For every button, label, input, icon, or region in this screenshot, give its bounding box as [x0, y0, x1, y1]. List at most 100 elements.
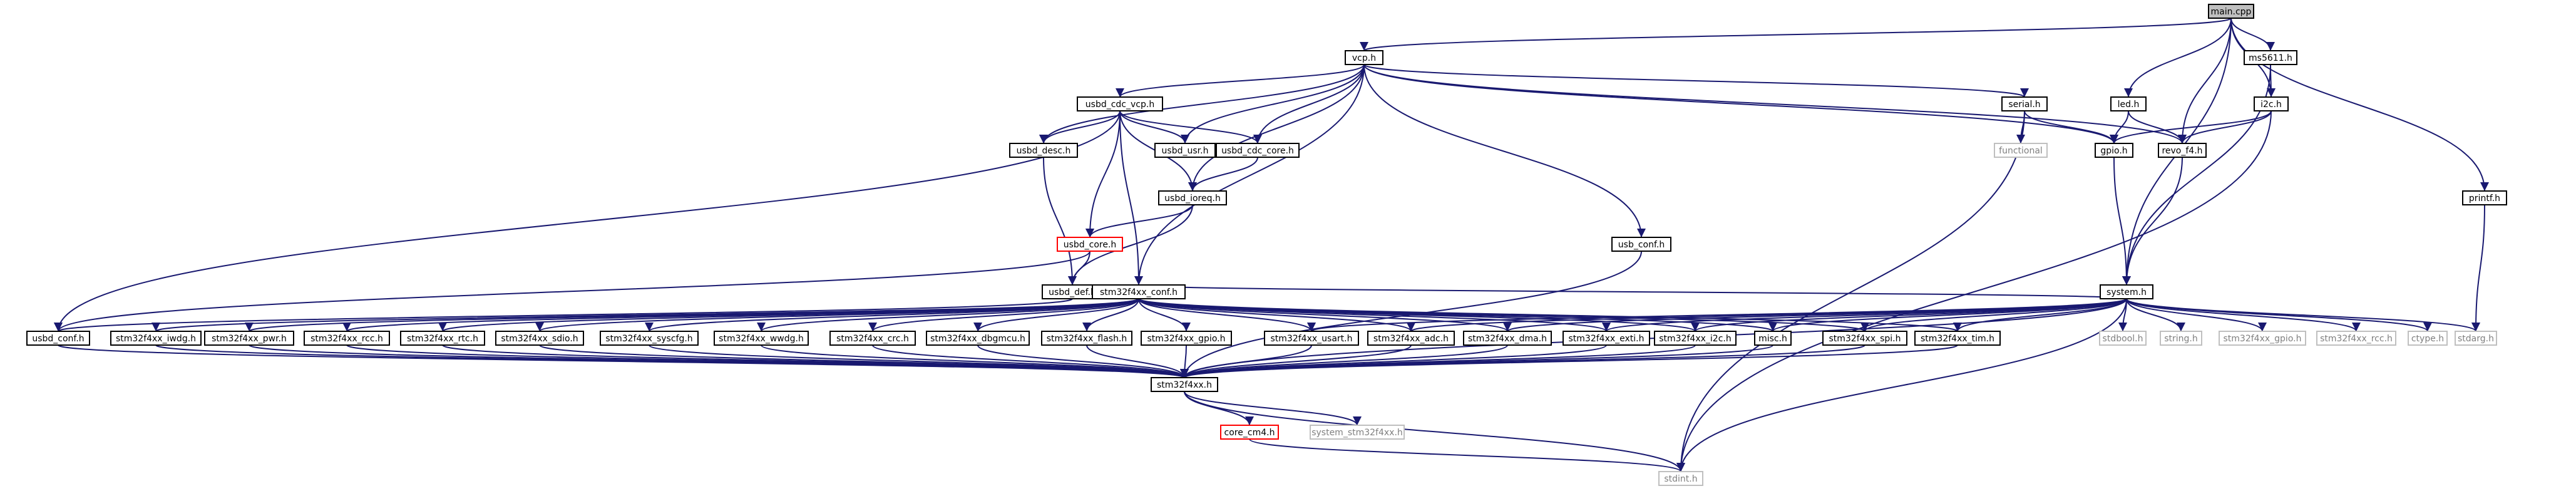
node-label: vcp.h: [1352, 53, 1376, 63]
node-stm32f4xx-sdio-h[interactable]: stm32f4xx_sdio.h: [495, 331, 584, 346]
edge-system-h-to-stm32f4xx-conf-h: [1136, 284, 2127, 299]
node-box: [1914, 331, 2001, 346]
node-label: led.h: [2118, 100, 2140, 110]
edge-misc-h-to-stm32f4xx-h: [1180, 344, 1773, 378]
node-label: stm32f4xx_conf.h: [1100, 287, 1178, 297]
node-usbd-conf-h[interactable]: usbd_conf.h: [26, 331, 90, 346]
node-stm32f4xx-exti-h[interactable]: stm32f4xx_exti.h: [1563, 331, 1650, 346]
node-usbd-cdc-core-h[interactable]: usbd_cdc_core.h: [1216, 143, 1300, 158]
edge-usbd-cdc-vcp-h-to-usbd-conf-h: [54, 110, 1121, 332]
node-label: core_cm4.h: [1224, 428, 1275, 438]
node-box: [1154, 143, 1216, 158]
node-box: [2110, 96, 2147, 111]
node-gpio-h[interactable]: gpio.h: [2095, 143, 2133, 158]
edge-stm32f4xx-conf-h-to-stm32f4xx-usart-h: [1138, 298, 1316, 332]
node-label: stdbool.h: [2103, 334, 2143, 344]
edge-led-h-to-revo-f4-h: [2128, 110, 2187, 144]
edge-serial-h-to-gpio-h: [2024, 110, 2118, 144]
node-stm32f4xx-iwdg-h[interactable]: stm32f4xx_iwdg.h: [110, 331, 202, 346]
edge-stm32f4xx-conf-h-to-stm32f4xx-adc-h: [1138, 298, 1415, 332]
node-box: [26, 331, 90, 346]
node-stm32f4xx-usart-h[interactable]: stm32f4xx_usart.h: [1264, 331, 1359, 346]
node-label: stm32f4xx_sdio.h: [501, 334, 578, 344]
node-i2c-h[interactable]: i2c.h: [2254, 96, 2289, 111]
node-vcp-h[interactable]: vcp.h: [1345, 50, 1383, 65]
node-main-cpp[interactable]: main.cpp: [2208, 4, 2254, 19]
node-usbd-cdc-vcp-h[interactable]: usbd_cdc_vcp.h: [1077, 96, 1163, 111]
edge-usbd-core-h-to-usbd-conf-h: [54, 251, 1090, 332]
node-revo-f4-h[interactable]: revo_f4.h: [2158, 143, 2207, 158]
node-box: [1611, 237, 1671, 252]
node-stm32f4xx-crc-h[interactable]: stm32f4xx_crc.h: [829, 331, 916, 346]
node-label: stm32f4xx_iwdg.h: [116, 334, 196, 344]
edge-stm32f4xx-conf-h-to-stm32f4xx-dbgmcu-h: [973, 298, 1139, 332]
edge-stm32f4xx-wwdg-h-to-stm32f4xx-h: [761, 344, 1189, 378]
node-stm32f4xx-i2c-h[interactable]: stm32f4xx_i2c.h: [1654, 331, 1737, 346]
node-usbd-desc-h[interactable]: usbd_desc.h: [1009, 143, 1078, 158]
node-box: [1077, 96, 1163, 111]
node-box: [1264, 331, 1359, 346]
node-system-h[interactable]: system.h: [2100, 284, 2153, 299]
node-label: i2c.h: [2260, 100, 2282, 110]
edge-vcp-h-to-usbd-desc-h: [1039, 64, 1365, 144]
node-stm32f4xx-gpio-h[interactable]: stm32f4xx_gpio.h: [1141, 331, 1232, 346]
edge-stm32f4xx-conf-h-to-stm32f4xx-syscfg-h: [645, 298, 1139, 332]
node-label: usbd_cdc_vcp.h: [1085, 100, 1154, 110]
node-stm32f4xx-spi-h[interactable]: stm32f4xx_spi.h: [1822, 331, 1907, 346]
node-label: stm32f4xx_rcc.h: [2320, 334, 2393, 344]
node-stm32f4xx-syscfg-h[interactable]: stm32f4xx_syscfg.h: [600, 331, 699, 346]
edge-gpio-h-to-system-h: [2113, 157, 2131, 286]
node-stm32f4xx-h[interactable]: stm32f4xx.h: [1151, 377, 1218, 392]
node-stm32f4xx-rcc-h[interactable]: stm32f4xx_rcc.h: [304, 331, 390, 346]
node-usb-conf-h[interactable]: usb_conf.h: [1611, 237, 1671, 252]
node-ms5611-h[interactable]: ms5611.h: [2244, 50, 2297, 65]
edge-stm32f4xx-dbgmcu-h-to-stm32f4xx-h: [977, 344, 1189, 378]
edge-stm32f4xx-tim-h-to-stm32f4xx-h: [1180, 344, 1958, 378]
edge-stm32f4xx-conf-h-to-stm32f4xx-dma-h: [1138, 298, 1512, 332]
node-serial-h[interactable]: serial.h: [2001, 96, 2048, 111]
node-box: [1994, 143, 2048, 158]
edge-stm32f4xx-conf-h-to-stm32f4xx-gpio-h: [1138, 298, 1191, 332]
node-usbd-core-h: usbd_core.h: [1057, 237, 1123, 252]
node-box: [2099, 331, 2147, 346]
node-label: usbd_def.h: [1049, 287, 1096, 297]
edge-stm32f4xx-adc-h-to-stm32f4xx-h: [1180, 344, 1412, 378]
node-misc-h[interactable]: misc.h: [1754, 331, 1792, 346]
edge-stm32f4xx-conf-h-to-stm32f4xx-iwdg-h: [151, 298, 1139, 332]
node-stm32f4xx-dma-h[interactable]: stm32f4xx_dma.h: [1463, 331, 1552, 346]
node-stm32f4xx-conf-h[interactable]: stm32f4xx_conf.h: [1092, 284, 1186, 299]
node-stm32f4xx-tim-h[interactable]: stm32f4xx_tim.h: [1914, 331, 2001, 346]
edge-layer: [54, 18, 2489, 472]
node-stm32f4xx-dbgmcu-h[interactable]: stm32f4xx_dbgmcu.h: [926, 331, 1030, 346]
node-stm32f4xx-pwr-h[interactable]: stm32f4xx_pwr.h: [204, 331, 294, 346]
edge-i2c-h-to-stdint-h: [1676, 110, 2272, 472]
node-usbd-usr-h[interactable]: usbd_usr.h: [1154, 143, 1216, 158]
node-box: [400, 331, 485, 346]
edge-usbd-cdc-core-h-to-usbd-ioreq-h: [1188, 157, 1258, 192]
edge-system-h-to-stm32f4xx-rcc-h-sys: [2126, 298, 2361, 332]
node-functional: functional: [1994, 143, 2048, 158]
node-printf-h[interactable]: printf.h: [2462, 190, 2507, 205]
node-stm32f4xx-adc-h[interactable]: stm32f4xx_adc.h: [1367, 331, 1455, 346]
node-stm32f4xx-flash-h[interactable]: stm32f4xx_flash.h: [1041, 331, 1132, 346]
node-stm32f4xx-wwdg-h[interactable]: stm32f4xx_wwdg.h: [714, 331, 809, 346]
edge-vcp-h-to-usbd-cdc-core-h: [1253, 64, 1365, 144]
edge-vcp-h-to-usbd-ioreq-h: [1188, 64, 1365, 192]
node-box: [495, 331, 584, 346]
edge-main-cpp-to-revo-f4-h: [2178, 18, 2232, 144]
node-label: stm32f4xx_gpio.h: [2224, 334, 2302, 344]
node-led-h[interactable]: led.h: [2110, 96, 2147, 111]
edge-usbd-cdc-vcp-h-to-stm32f4xx-conf-h: [1119, 110, 1143, 286]
node-layer: main.cpp vcp.h ms5611.h usbd_cdc_vcp.h seria…: [26, 4, 2507, 486]
node-box: [1216, 143, 1300, 158]
node-usbd-ioreq-h[interactable]: usbd_ioreq.h: [1158, 190, 1227, 205]
edge-stm32f4xx-crc-h-to-stm32f4xx-h: [872, 344, 1189, 378]
node-box: [1220, 425, 1279, 440]
edge-stm32f4xx-syscfg-h-to-stm32f4xx-h: [649, 344, 1189, 378]
edge-vcp-h-to-serial-h: [1363, 64, 2029, 98]
node-label: stm32f4xx_rtc.h: [407, 334, 478, 344]
edge-stm32f4xx-h-to-system-stm32f4xx-h: [1184, 391, 1362, 426]
edge-core-cm4-h-to-stdint-h: [1249, 438, 1685, 472]
node-stm32f4xx-rtc-h[interactable]: stm32f4xx_rtc.h: [400, 331, 485, 346]
node-core-cm4-h: core_cm4.h: [1220, 425, 1279, 440]
